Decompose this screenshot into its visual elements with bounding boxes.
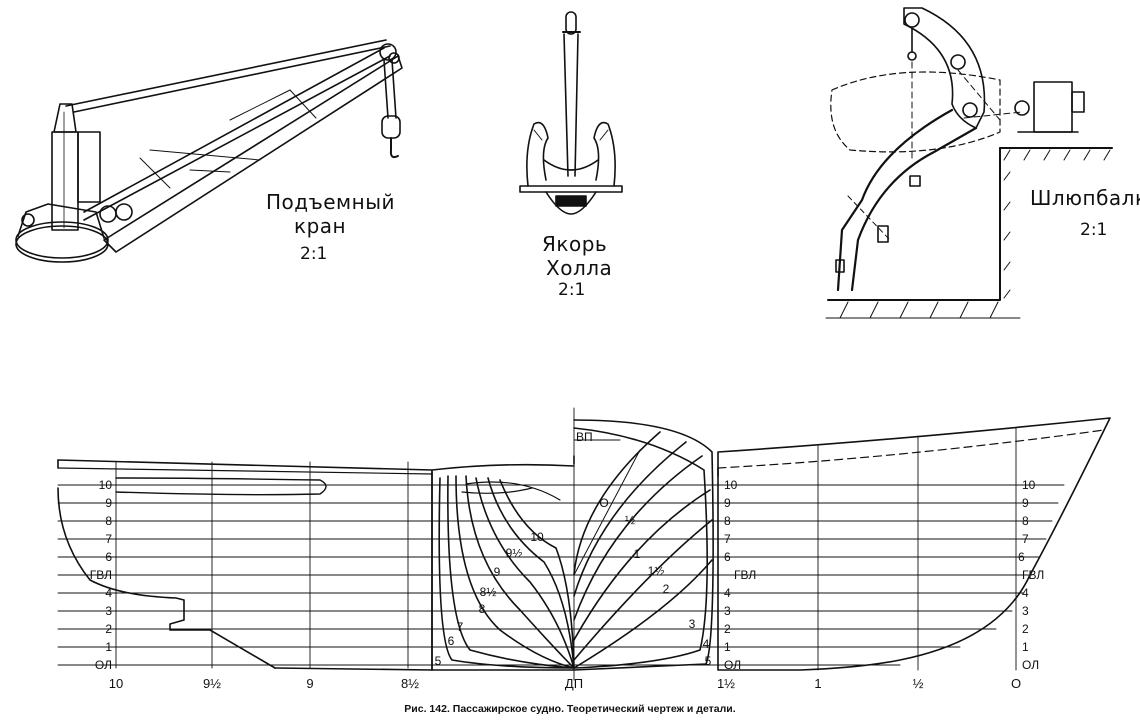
body-station-label: 10 [530,530,544,544]
left-waterline-labels: 10 9 8 7 6 ГВЛ 4 3 2 1 ОЛ [90,478,113,672]
station-label: 1 [814,676,821,691]
body-plan-fore-labels: О ½ 1 1½ 2 3 4 5 [599,496,711,668]
wl-label: 7 [105,532,112,546]
davit-scale: 2:1 [1080,220,1108,240]
station-label: О [1011,676,1021,691]
wl-label: 1 [724,640,731,654]
wl-label: 6 [1018,550,1025,564]
anchor-illustration [519,11,623,215]
body-station-label: О [599,496,608,510]
mid-waterline-labels: 10 9 8 7 6 ГВЛ 4 3 2 1 ОЛ [724,478,756,672]
crane-illustration [15,39,403,263]
wl-label: ГВЛ [90,568,112,582]
station-label: 8½ [401,676,419,691]
wl-label: ОЛ [95,658,112,672]
wl-label: 6 [105,550,112,564]
wl-label: 8 [1022,514,1029,528]
body-station-label: 1½ [648,564,665,578]
station-label: ДП [565,676,583,691]
wl-label: 10 [99,478,113,492]
station-label: 9 [306,676,313,691]
body-station-label: 5 [435,654,442,668]
davit-illustration [825,7,1113,319]
wl-label: 4 [724,586,731,600]
wl-label: 8 [724,514,731,528]
station-label: 10 [109,676,123,691]
wl-label: ОЛ [1022,658,1039,672]
wl-label: 1 [1022,640,1029,654]
wl-label: 10 [1022,478,1036,492]
body-station-label: 1 [634,547,641,561]
right-waterline-labels: 10 9 8 7 6 ГВЛ 4 3 2 1 ОЛ [1018,478,1044,672]
wl-label: 10 [724,478,738,492]
crane-title: Подъемный [266,190,395,214]
anchor-scale: 2:1 [558,280,586,300]
wl-label: 7 [1022,532,1029,546]
wl-label: 8 [105,514,112,528]
body-station-label: 6 [448,634,455,648]
body-station-label: 9½ [506,546,523,560]
davit-title: Шлюпбалка [1030,186,1140,210]
wl-label: 2 [105,622,112,636]
station-label: 9½ [203,676,221,691]
body-plan-aft-labels: 10 9½ 9 8½ 8 7 6 5 [435,530,544,668]
wl-label: 7 [724,532,731,546]
body-station-label: 8 [479,602,486,616]
anchor-title-line2: Холла [546,256,613,280]
wl-label: 3 [105,604,112,618]
station-labels: 10 9½ 9 8½ ДП 1½ 1 ½ О [109,676,1021,691]
anchor-title: Якорь [542,232,608,256]
wl-label: 9 [724,496,731,510]
body-station-label: 3 [689,617,696,631]
station-label: ½ [913,676,924,691]
body-station-label: 9 [494,565,501,579]
station-label: 1½ [717,676,735,691]
lines-plan [57,407,1111,681]
figure-caption: Рис. 142. Пассажирское судно. Теоретичес… [404,703,736,715]
wl-label: 2 [1022,622,1029,636]
crane-title-line2: кран [294,214,347,238]
wl-label: 4 [105,586,112,600]
wl-label: 6 [724,550,731,564]
wl-label: 3 [724,604,731,618]
body-station-label: 2 [663,582,670,596]
wl-label: 4 [1022,586,1029,600]
deck-line-label: ВП [576,430,593,444]
wl-label: 9 [105,496,112,510]
body-station-label: 5 [705,654,712,668]
body-station-label: 7 [457,620,464,634]
body-station-label: 8½ [480,585,497,599]
wl-label: ОЛ [724,658,741,672]
wl-label: 9 [1022,496,1029,510]
crane-scale: 2:1 [300,244,328,264]
body-station-label: ½ [625,513,635,527]
wl-label: ГВЛ [1022,568,1044,582]
wl-label: ГВЛ [734,568,756,582]
wl-label: 2 [724,622,731,636]
wl-label: 3 [1022,604,1029,618]
body-station-label: 4 [703,637,710,651]
wl-label: 1 [105,640,112,654]
